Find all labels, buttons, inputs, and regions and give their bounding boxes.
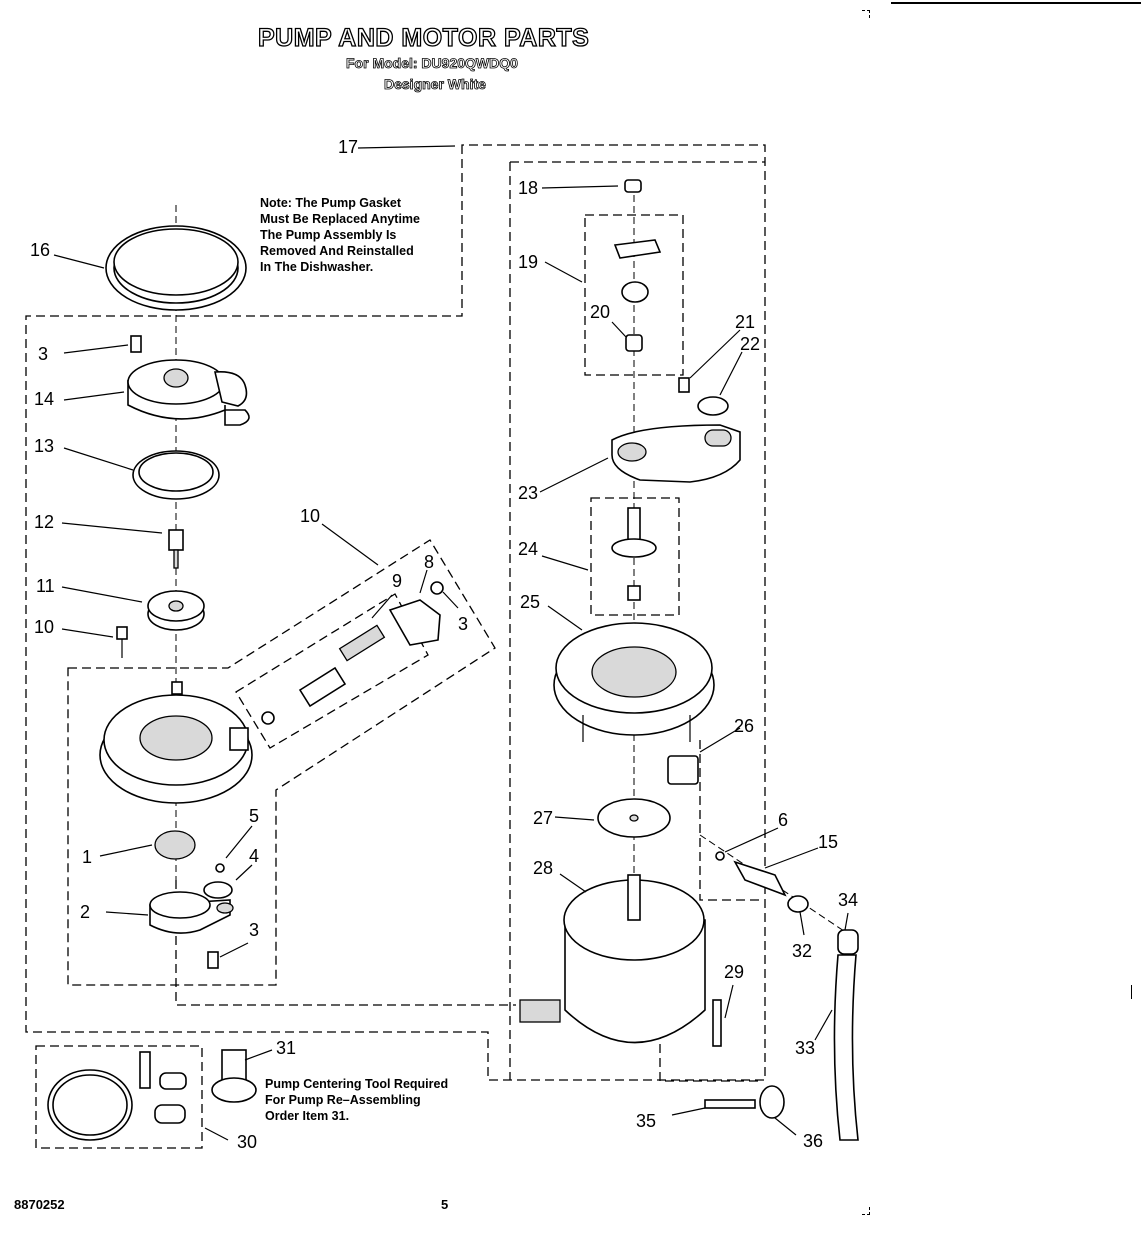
note-line: Must Be Replaced Anytime — [260, 212, 420, 226]
pump-cover-14 — [127, 359, 250, 426]
fitting-36 — [759, 1085, 785, 1119]
callout-2: 2 — [80, 902, 90, 922]
callout-10: 10 — [34, 617, 54, 637]
mounting-plate-23 — [611, 424, 741, 483]
pin-35 — [704, 1099, 756, 1109]
callout-17: 17 — [338, 137, 358, 157]
callout-16: 16 — [30, 240, 50, 260]
callout-11: 11 — [36, 576, 55, 596]
margin-tick — [1131, 985, 1132, 999]
callout-8: 9 — [392, 571, 402, 591]
callout-3-bottom: 3 — [249, 920, 259, 940]
callout-1: 1 — [82, 847, 92, 867]
gasket-13 — [132, 450, 220, 500]
callout-13: 13 — [34, 436, 54, 456]
callout-18: 18 — [518, 178, 538, 198]
axis-lines — [175, 195, 851, 936]
callout-32: 32 — [792, 941, 812, 961]
pump-gasket-note: Note: The Pump Gasket Must Be Replaced A… — [260, 195, 420, 275]
note-line: Pump Centering Tool Required — [265, 1077, 449, 1091]
callout-36: 36 — [803, 1131, 823, 1151]
callout-25: 25 — [520, 592, 540, 612]
leader-lines — [53, 145, 849, 1141]
screw-29 — [712, 999, 722, 1047]
callout-20: 20 — [590, 302, 610, 322]
screw-21 — [678, 377, 690, 393]
callout-26: 26 — [734, 716, 754, 736]
callout-29: 29 — [724, 962, 744, 982]
screw-3-top — [130, 335, 142, 353]
note-line: Order Item 31. — [265, 1109, 350, 1123]
clutch-parts-19 — [613, 239, 662, 303]
crop-mark-top — [862, 10, 870, 18]
callout-6: 6 — [778, 810, 788, 830]
centering-tool-31 — [211, 1049, 257, 1103]
note-line: For Pump Re–Assembling — [265, 1093, 421, 1107]
callout-24: 24 — [518, 539, 538, 559]
page-number: 5 — [441, 1197, 449, 1212]
callout-33: 33 — [795, 1038, 815, 1058]
color-line: Designer White — [384, 76, 487, 93]
impeller-bolt-12 — [168, 529, 184, 569]
nut-18 — [624, 179, 642, 193]
note-line: Removed And Reinstalled — [260, 244, 414, 258]
callout-30: 30 — [237, 1132, 257, 1152]
callout-34: 34 — [838, 890, 858, 910]
valve-parts-15-6 — [715, 851, 787, 897]
note-line: The Pump Assembly Is — [260, 228, 397, 242]
callout-labels: 17 16 3 14 13 12 11 10 10 9 8 3 1 2 5 4 … — [30, 137, 858, 1152]
impeller-11 — [147, 590, 205, 631]
callout-14: 14 — [34, 389, 54, 409]
washer-27 — [597, 798, 671, 838]
callout-27: 27 — [533, 808, 553, 828]
callout-31: 31 — [276, 1038, 296, 1058]
shaft-assembly-24 — [611, 507, 657, 601]
top-rule — [891, 2, 1141, 4]
screw-7 — [430, 581, 444, 595]
pump-base-2 — [149, 891, 234, 934]
screw-10 — [116, 626, 128, 658]
callout-23: 23 — [518, 483, 538, 503]
seal-22 — [697, 396, 729, 416]
pump-housing-9 — [99, 681, 253, 804]
bushing-20 — [625, 334, 643, 352]
assembly-outlines — [25, 144, 766, 1149]
valve-assembly-8 — [261, 599, 441, 725]
seal-parts-4-5 — [203, 863, 233, 899]
motor-28 — [519, 874, 706, 1044]
gasket-kit-30 — [47, 1051, 187, 1141]
callout-28: 28 — [533, 858, 553, 878]
clip-26 — [667, 755, 699, 785]
screw-3-bottom — [207, 951, 219, 969]
callout-3-top: 3 — [38, 344, 48, 364]
pump-gasket-16 — [105, 225, 247, 311]
document-number: 8870252 — [14, 1197, 65, 1212]
drain-hose-33 — [833, 954, 859, 1141]
callout-35: 35 — [636, 1111, 656, 1131]
hose-end-34 — [837, 929, 859, 955]
filter-1 — [154, 830, 196, 860]
note-line: Note: The Pump Gasket — [260, 196, 401, 210]
callout-19: 19 — [518, 252, 538, 272]
motor-mount-25 — [553, 622, 715, 742]
callout-12: 12 — [34, 512, 54, 532]
crop-mark-bottom — [862, 1207, 870, 1215]
callout-7: 8 — [424, 552, 434, 572]
callout-9: 10 — [300, 506, 320, 526]
clamp-32 — [787, 895, 809, 913]
page-title: PUMP AND MOTOR PARTS — [257, 23, 590, 52]
note-line: In The Dishwasher. — [260, 260, 374, 274]
callout-22: 22 — [740, 334, 760, 354]
model-line: For Model: DU920QWDQ0 — [346, 55, 519, 72]
centering-tool-note: Pump Centering Tool Required For Pump Re… — [265, 1076, 448, 1124]
callout-15: 15 — [818, 832, 838, 852]
callout-4: 4 — [249, 846, 259, 866]
callout-5: 5 — [249, 806, 259, 826]
callout-21: 21 — [735, 312, 755, 332]
callout-3-valve: 3 — [458, 614, 468, 634]
